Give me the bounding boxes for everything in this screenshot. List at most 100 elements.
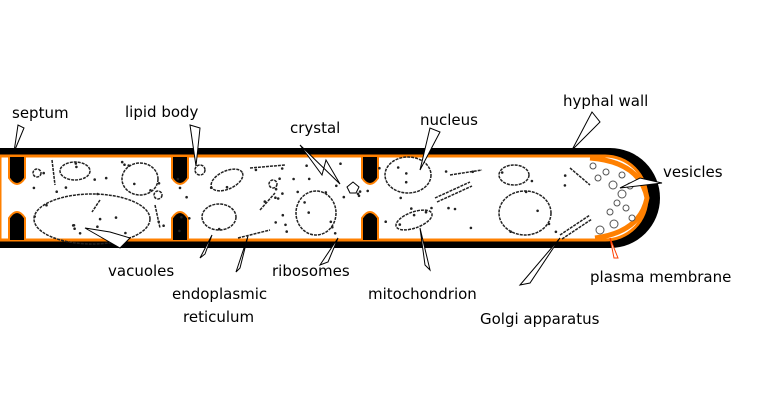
vesicles <box>589 162 636 235</box>
ribosome-dot <box>296 190 300 194</box>
ribosome-dot <box>530 179 534 183</box>
ribosome-dot <box>254 168 258 172</box>
label-septum: septum <box>12 104 69 122</box>
ribosome-dot <box>45 203 48 207</box>
vacuole <box>201 203 237 231</box>
ribosome-dot <box>453 207 457 211</box>
ribosome-dot <box>324 191 328 194</box>
label-golgi: Golgi apparatus <box>480 310 600 328</box>
ribosome-dot <box>188 217 191 220</box>
ribosome-dot <box>410 207 413 210</box>
ribosome-dot <box>96 192 99 196</box>
ribosome-dot <box>120 160 124 164</box>
ribosome-dot <box>444 170 448 173</box>
ribosome-dot <box>509 230 512 233</box>
ribosome-dot <box>180 215 183 219</box>
ribosome-dot <box>331 225 334 229</box>
ribosome-dot <box>357 194 361 198</box>
ribosome-dot <box>32 186 36 190</box>
ribosome-dot <box>276 197 280 200</box>
ribosome-dot <box>42 171 45 175</box>
ribosome-dot <box>124 231 127 235</box>
label-vacuoles: vacuoles <box>108 262 174 280</box>
ribosome-dot <box>447 206 450 210</box>
ribosome-dot <box>280 167 284 170</box>
ribosome-dot <box>157 220 160 224</box>
mitochondrion <box>395 209 433 231</box>
ribosome-dot <box>356 192 360 196</box>
ribosome-dot <box>524 190 528 194</box>
plasma-membrane-tip <box>589 155 650 241</box>
ribosome-dot <box>33 215 36 218</box>
ribosome-dot <box>469 226 473 230</box>
ribosome-dot <box>104 176 108 180</box>
ribosome-dot <box>217 227 221 231</box>
label-er-line1: endoplasmic <box>172 285 267 303</box>
septa <box>8 157 379 240</box>
ribosome-dot <box>307 177 311 181</box>
ribosome-dot <box>133 182 136 186</box>
label-lipid-body: lipid body <box>125 103 199 121</box>
vacuole-large <box>33 193 151 245</box>
ribosome-dot <box>176 177 180 181</box>
ribosome-dot <box>333 232 337 235</box>
ribosome-dot <box>127 164 130 167</box>
label-er-line2: reticulum <box>183 308 254 326</box>
ribosome-dot <box>339 162 342 165</box>
ribosome-dot <box>471 170 475 174</box>
label-vesicles: vesicles <box>663 163 723 181</box>
ribosome-dot <box>366 189 370 193</box>
ribosome-dot <box>64 186 68 189</box>
ribosome-dot <box>263 200 267 203</box>
ribosome-dot <box>98 217 102 221</box>
ribosome-dot <box>162 224 165 227</box>
ribosome-dot <box>307 211 311 214</box>
ribosome-dot <box>398 223 402 226</box>
ribosome-dot <box>96 225 99 228</box>
ribosome-dot <box>424 210 428 214</box>
ribosome-dot <box>342 195 346 199</box>
ribosome-dot <box>178 186 182 190</box>
lipid-body <box>194 164 206 176</box>
ribosome-dot <box>378 166 381 170</box>
ribosome-dot <box>274 196 277 199</box>
label-pointers <box>13 111 663 286</box>
ribosome-dot <box>71 224 75 227</box>
ribosome-dot <box>225 185 229 189</box>
ribosome-dot <box>563 174 567 177</box>
ribosome-dot <box>278 177 281 180</box>
label-crystal: crystal <box>290 119 340 137</box>
ribosome-dot <box>335 184 338 188</box>
ribosome-dot <box>303 201 306 204</box>
ribosome-dot <box>75 165 78 169</box>
ribosome-dot <box>292 177 295 181</box>
ribosome-dot <box>563 184 567 187</box>
ribosome-dot <box>430 206 433 210</box>
ribosome-dot <box>412 213 416 217</box>
ribosome-dot <box>305 164 308 167</box>
ribosome-dot <box>500 171 504 174</box>
lipid-body <box>32 168 42 178</box>
ribosome-dot <box>74 162 78 165</box>
vacuole <box>498 190 552 236</box>
ribosome-dot <box>281 213 285 217</box>
label-nucleus: nucleus <box>420 111 478 129</box>
ribosome-dot <box>123 163 126 166</box>
ribosome-dot <box>284 223 287 227</box>
ribosome-dot <box>285 230 289 233</box>
label-ribosomes: ribosomes <box>272 262 350 280</box>
ribosome-dot <box>185 195 188 199</box>
vacuole-small <box>121 162 159 196</box>
ribosome-dot <box>114 216 118 219</box>
ribosome-dot <box>274 221 278 224</box>
organelles <box>32 156 636 245</box>
ribosome-dot <box>404 180 408 184</box>
ribosome-dot <box>157 182 161 185</box>
ribosome-dot <box>536 209 539 213</box>
ribosome-dot <box>73 227 76 230</box>
ribosome-dot <box>281 192 284 195</box>
ribosomes <box>32 160 567 235</box>
er <box>51 159 591 239</box>
